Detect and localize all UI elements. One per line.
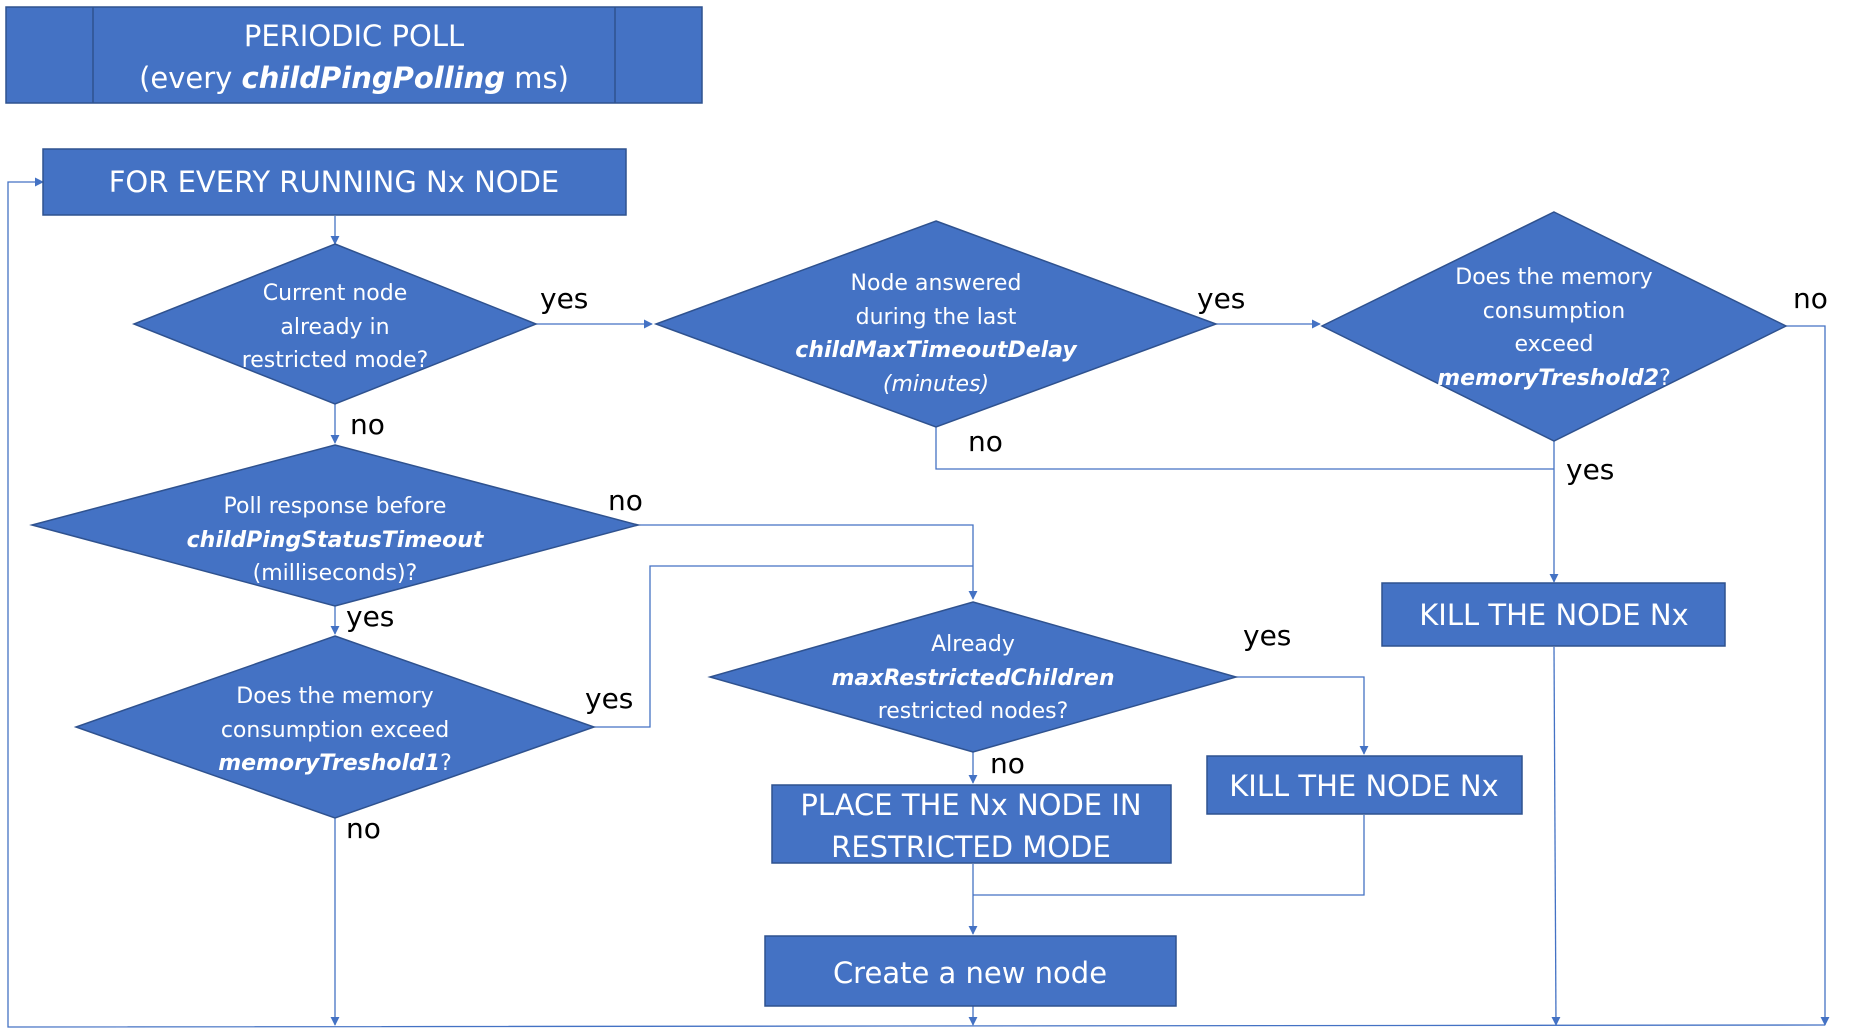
decision-memory2-line1: Does the memory (1455, 265, 1652, 290)
decision-poll-param: childPingStatusTimeout (187, 528, 485, 553)
label-max-children-yes: yes (1243, 619, 1291, 652)
place-restricted-line1: PLACE THE Nx NODE IN (800, 788, 1141, 822)
label-poll-no: no (608, 484, 643, 517)
label-memory2-no: no (1793, 282, 1828, 315)
edge-labels: yes no yes no no yes no yes yes no yes n… (346, 282, 1828, 845)
edge-answered-no (935, 427, 1554, 470)
kill-node-right-box: KILL THE NODE Nx (1381, 582, 1726, 647)
decision-restricted-line3: restricted mode? (242, 348, 429, 373)
periodic-poll-box: PERIODIC POLL (every childPingPolling ms… (5, 6, 703, 104)
connectors (7, 177, 1830, 1028)
decision-restricted-line1: Current node (263, 281, 408, 306)
decision-restricted-line2: already in (280, 315, 389, 340)
decision-max-children-param: maxRestrictedChildren (831, 666, 1114, 691)
decision-memory1-line2: consumption exceed (221, 718, 449, 743)
decision-answered-line2: during the last (856, 305, 1017, 330)
place-restricted-box: PLACE THE Nx NODE IN RESTRICTED MODE (771, 784, 1172, 864)
place-restricted-line2: RESTRICTED MODE (831, 830, 1111, 864)
decision-memory-threshold-2: Does the memory consumption exceed memor… (1320, 211, 1788, 442)
periodic-poll-subtitle: (every childPingPolling ms) (139, 61, 569, 95)
loop-back-line (7, 177, 1826, 1028)
decision-memory-threshold-1: Does the memory consumption exceed memor… (73, 635, 597, 819)
create-node-box: Create a new node (764, 935, 1177, 1007)
decision-poll-line1: Poll response before (224, 494, 447, 519)
label-answered-yes: yes (1197, 282, 1245, 315)
decision-already-restricted: Current node already in restricted mode? (131, 243, 539, 405)
decision-max-children-line1: Already (931, 632, 1015, 657)
decision-poll-response: Poll response before childPingStatusTime… (29, 444, 641, 607)
decision-memory1-line1: Does the memory (236, 684, 433, 709)
decision-poll-line3: (milliseconds)? (253, 561, 418, 586)
label-answered-no: no (968, 425, 1003, 458)
for-every-node-box: FOR EVERY RUNNING Nx NODE (42, 148, 627, 216)
edge-max-children-yes (1236, 676, 1369, 755)
decision-memory2-line4: memoryTreshold2? (1437, 366, 1671, 391)
periodic-poll-title: PERIODIC POLL (244, 19, 464, 53)
label-poll-yes: yes (346, 600, 394, 633)
for-every-node-label: FOR EVERY RUNNING Nx NODE (109, 165, 560, 199)
decision-max-children-line3: restricted nodes? (878, 699, 1069, 724)
kill-node-middle-box: KILL THE NODE Nx (1206, 755, 1523, 815)
edge-memory1-yes (594, 565, 973, 728)
decision-node-answered: Node answered during the last childMaxTi… (653, 220, 1219, 428)
kill-node-middle-label: KILL THE NODE Nx (1229, 769, 1498, 803)
label-memory2-yes: yes (1566, 453, 1614, 486)
label-restricted-yes: yes (540, 282, 588, 315)
decision-memory2-line3: exceed (1515, 332, 1594, 357)
create-node-label: Create a new node (833, 956, 1107, 990)
edge-kill-middle-to-create (973, 815, 1365, 896)
kill-node-right-label: KILL THE NODE Nx (1419, 598, 1688, 632)
decision-memory1-line3: memoryTreshold1? (218, 751, 452, 776)
label-max-children-no: no (990, 747, 1025, 780)
edge-poll-no (638, 524, 978, 600)
decision-max-restricted-children: Already maxRestrictedChildren restricted… (707, 601, 1239, 753)
edge-memory2-no (1786, 325, 1830, 1026)
decision-memory2-line2: consumption (1483, 299, 1625, 324)
label-restricted-no: no (350, 408, 385, 441)
decision-answered-line1: Node answered (851, 271, 1022, 296)
decision-answered-line4: (minutes) (883, 372, 989, 397)
label-memory1-no: no (346, 812, 381, 845)
label-memory1-yes: yes (585, 682, 633, 715)
decision-answered-param: childMaxTimeoutDelay (795, 338, 1078, 363)
edge-kill-right-down (1551, 646, 1561, 1026)
